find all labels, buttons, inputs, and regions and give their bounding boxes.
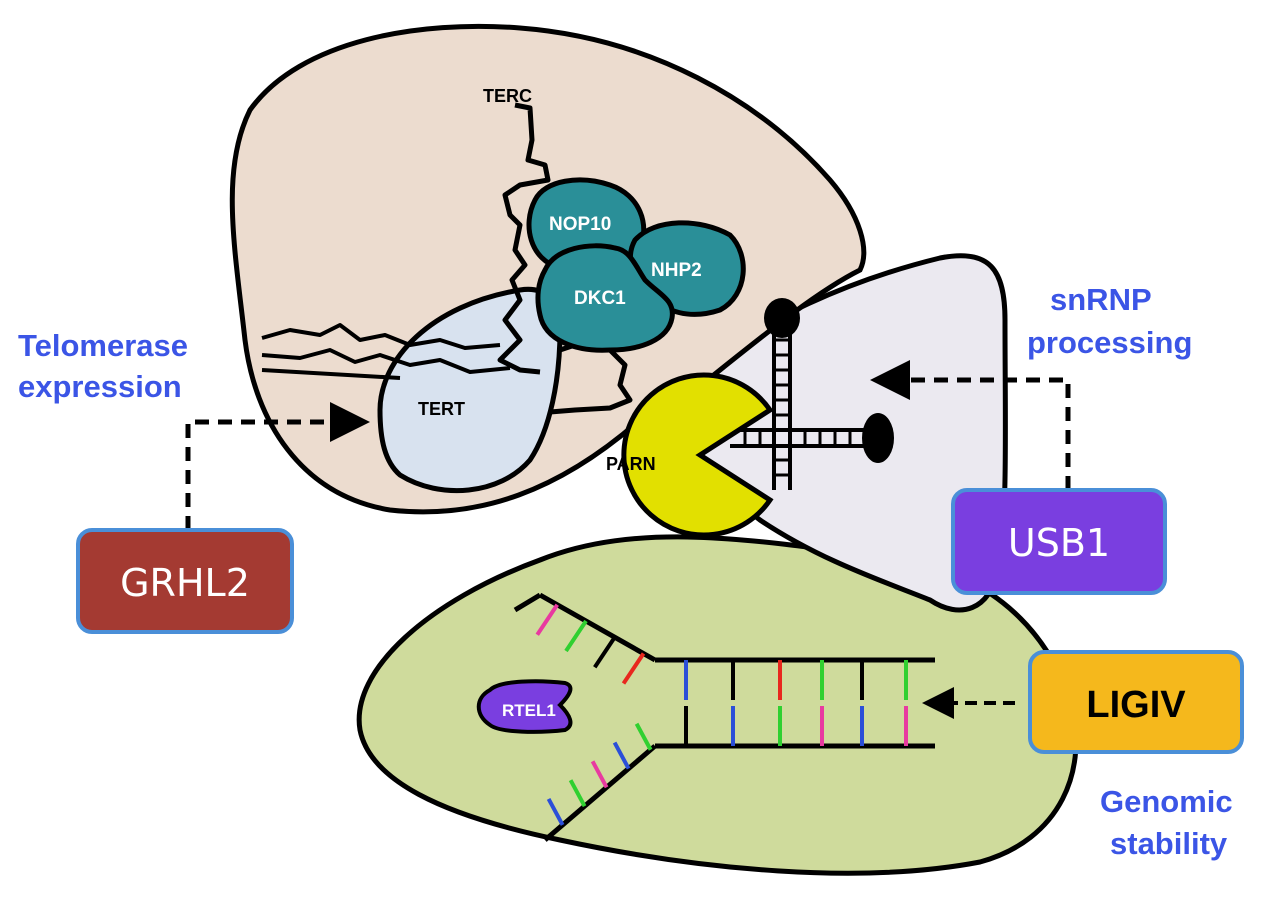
fork-rung-upper bbox=[564, 619, 588, 653]
grhl2-label: GRHL2 bbox=[120, 561, 250, 605]
tert-protein bbox=[377, 286, 563, 494]
parn-label: PARN bbox=[606, 454, 656, 474]
nhp2-label: NHP2 bbox=[651, 260, 702, 281]
usb1-arrow bbox=[870, 360, 1071, 490]
fork-rung-upper bbox=[593, 636, 617, 669]
snrnp-processing-label-line1: snRNP bbox=[1050, 282, 1152, 317]
rtel1-label: RTEL1 bbox=[502, 701, 556, 720]
nop10-label: NOP10 bbox=[549, 214, 611, 235]
genomic-stability-label-line1: Genomic bbox=[1100, 784, 1233, 819]
fork-rung-lower bbox=[590, 760, 609, 789]
snrna-structure bbox=[730, 298, 894, 490]
dna-duplex bbox=[513, 592, 935, 842]
snrnp-processing-label-line2: processing bbox=[1027, 325, 1192, 360]
terc-label: TERC bbox=[483, 86, 532, 106]
fork-rung-lower bbox=[546, 798, 565, 826]
usb1-label: USB1 bbox=[1008, 521, 1110, 565]
rna-strand-left bbox=[261, 323, 511, 380]
terc-rna bbox=[497, 102, 551, 375]
genomic-stability-label-line2: stability bbox=[1110, 826, 1228, 861]
grhl2-arrow bbox=[185, 402, 370, 530]
fork-rung-lower bbox=[634, 722, 653, 751]
fork-rung-upper bbox=[621, 652, 646, 685]
parn-enzyme bbox=[621, 372, 774, 538]
tert-label: TERT bbox=[418, 399, 465, 419]
fork-rung-lower bbox=[612, 741, 631, 770]
dkc1-protein bbox=[535, 243, 675, 353]
telomerase-expression-label-line1: Telomerase bbox=[18, 328, 188, 363]
usb1-box: USB1 bbox=[951, 488, 1167, 595]
rtel1-protein bbox=[476, 679, 573, 734]
ligiv-box: LIGIV bbox=[1028, 650, 1244, 754]
telomerase-expression-label-line2: expression bbox=[18, 369, 182, 404]
dkc1-label: DKC1 bbox=[574, 288, 626, 309]
grhl2-box: GRHL2 bbox=[76, 528, 294, 634]
fork-rung-upper bbox=[535, 603, 559, 636]
ligiv-label: LIGIV bbox=[1086, 684, 1186, 726]
fork-rung-lower bbox=[568, 779, 587, 808]
